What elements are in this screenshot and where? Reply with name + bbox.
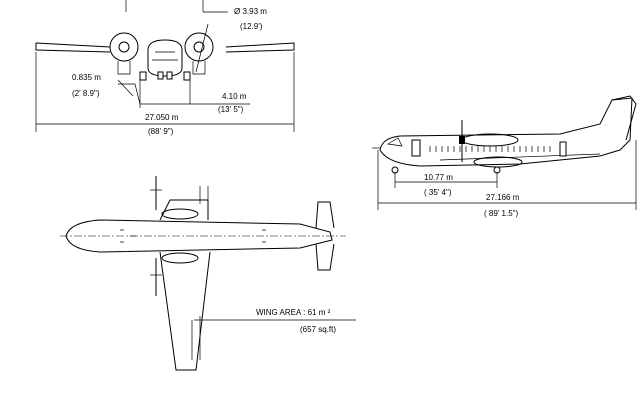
track-label: 4.10 m: [222, 92, 247, 101]
top-left-engine: [150, 176, 199, 220]
side-door-front: [411, 139, 421, 157]
front-landing-gear: [139, 71, 191, 81]
top-view: [60, 176, 356, 371]
front-left-engine: [109, 32, 139, 75]
wing-area-imperial: (657 sq.ft): [300, 325, 336, 334]
side-cockpit-window: [386, 137, 403, 147]
prop-clearance-imperial: (2' 8.9"): [72, 89, 100, 98]
front-fuselage: [147, 39, 183, 77]
length-imperial: ( 89' 1.5"): [484, 209, 518, 218]
span-imperial: (88' 9"): [148, 127, 174, 136]
prop-clearance-label: 0.835 m: [72, 73, 101, 82]
side-view: [372, 95, 637, 210]
prop-diameter-label: Ø 3.93 m: [234, 7, 267, 16]
span-label: 27.050 m: [145, 113, 179, 122]
side-gear-fairing: [473, 156, 523, 168]
wheelbase-label: 10.77 m: [424, 173, 453, 182]
side-fuselage: [379, 97, 633, 167]
side-door-rear: [559, 141, 567, 157]
top-tailplane: [315, 201, 335, 271]
top-wing: [159, 199, 211, 371]
wing-area-label: WING AREA : 61 m ²: [256, 308, 331, 317]
length-label: 27.166 m: [486, 193, 520, 202]
wheelbase-imperial: ( 35' 4"): [424, 188, 452, 197]
side-tail-fin: [611, 95, 637, 141]
front-view: [35, 0, 295, 132]
front-wing: [35, 42, 295, 53]
front-right-engine: [184, 32, 214, 75]
side-engine-nacelle: [461, 133, 519, 147]
track-imperial: (13' 5"): [218, 105, 244, 114]
side-window-row: [429, 146, 551, 152]
prop-diameter-imperial: (12.9'): [240, 22, 263, 31]
top-right-engine: [150, 252, 199, 296]
